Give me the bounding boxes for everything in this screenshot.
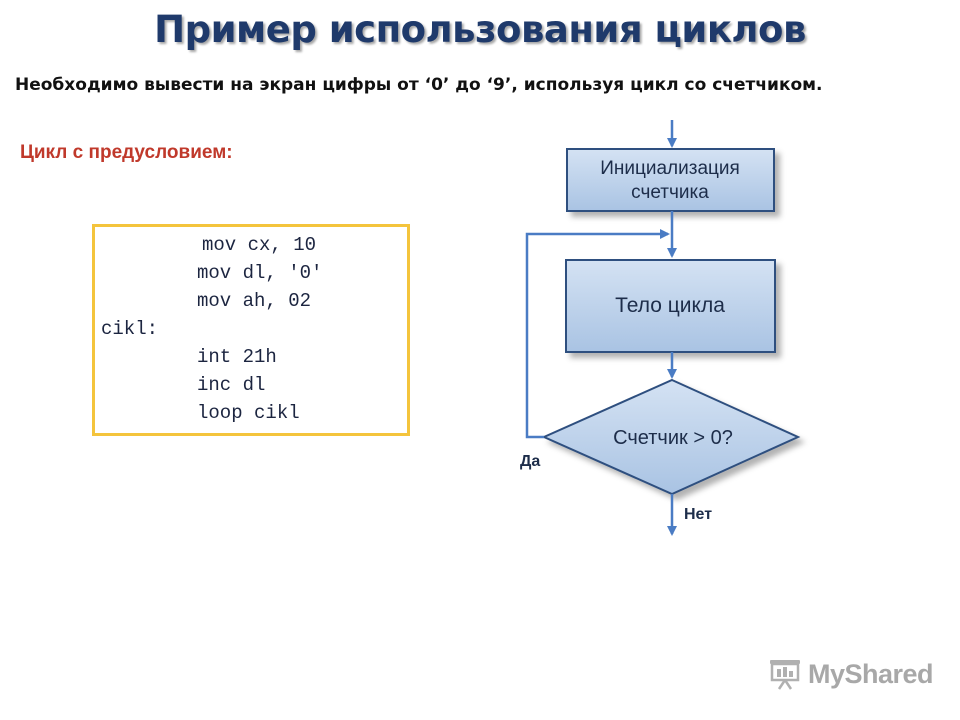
code-line: int 21h <box>197 346 277 368</box>
subtitle-precondition-loop: Цикл с предусловием: <box>20 142 233 163</box>
no-label: Нет <box>684 506 712 523</box>
code-line: mov cx, 10 <box>202 234 317 256</box>
arrow-loop-back <box>525 229 670 439</box>
slide-title: Пример использования циклов <box>154 8 806 51</box>
watermark: MyShared <box>768 656 934 692</box>
code-line: mov dl, '0' <box>197 262 323 284</box>
code-line: inc dl <box>197 374 266 396</box>
watermark-text: MyShared <box>808 658 934 689</box>
init-box-label-line2: счетчика <box>631 182 709 203</box>
condition-label: Счетчик > 0? <box>613 427 733 449</box>
code-line: cikl: <box>101 318 159 340</box>
body-box <box>565 259 776 353</box>
code-line: mov ah, 02 <box>197 290 312 312</box>
yes-label: Да <box>520 453 540 470</box>
code-line: loop cikl <box>197 402 300 424</box>
body-box-label: Тело цикла <box>615 294 725 317</box>
task-text: Необходимо вывести на экран цифры от ‘0’… <box>15 75 823 95</box>
code-block: mov cx, 10 mov dl, '0' mov ah, 02 cikl: … <box>92 224 410 436</box>
init-box <box>566 148 775 212</box>
init-box-label-line1: Инициализация <box>600 158 740 179</box>
projector-screen-icon <box>770 660 800 690</box>
